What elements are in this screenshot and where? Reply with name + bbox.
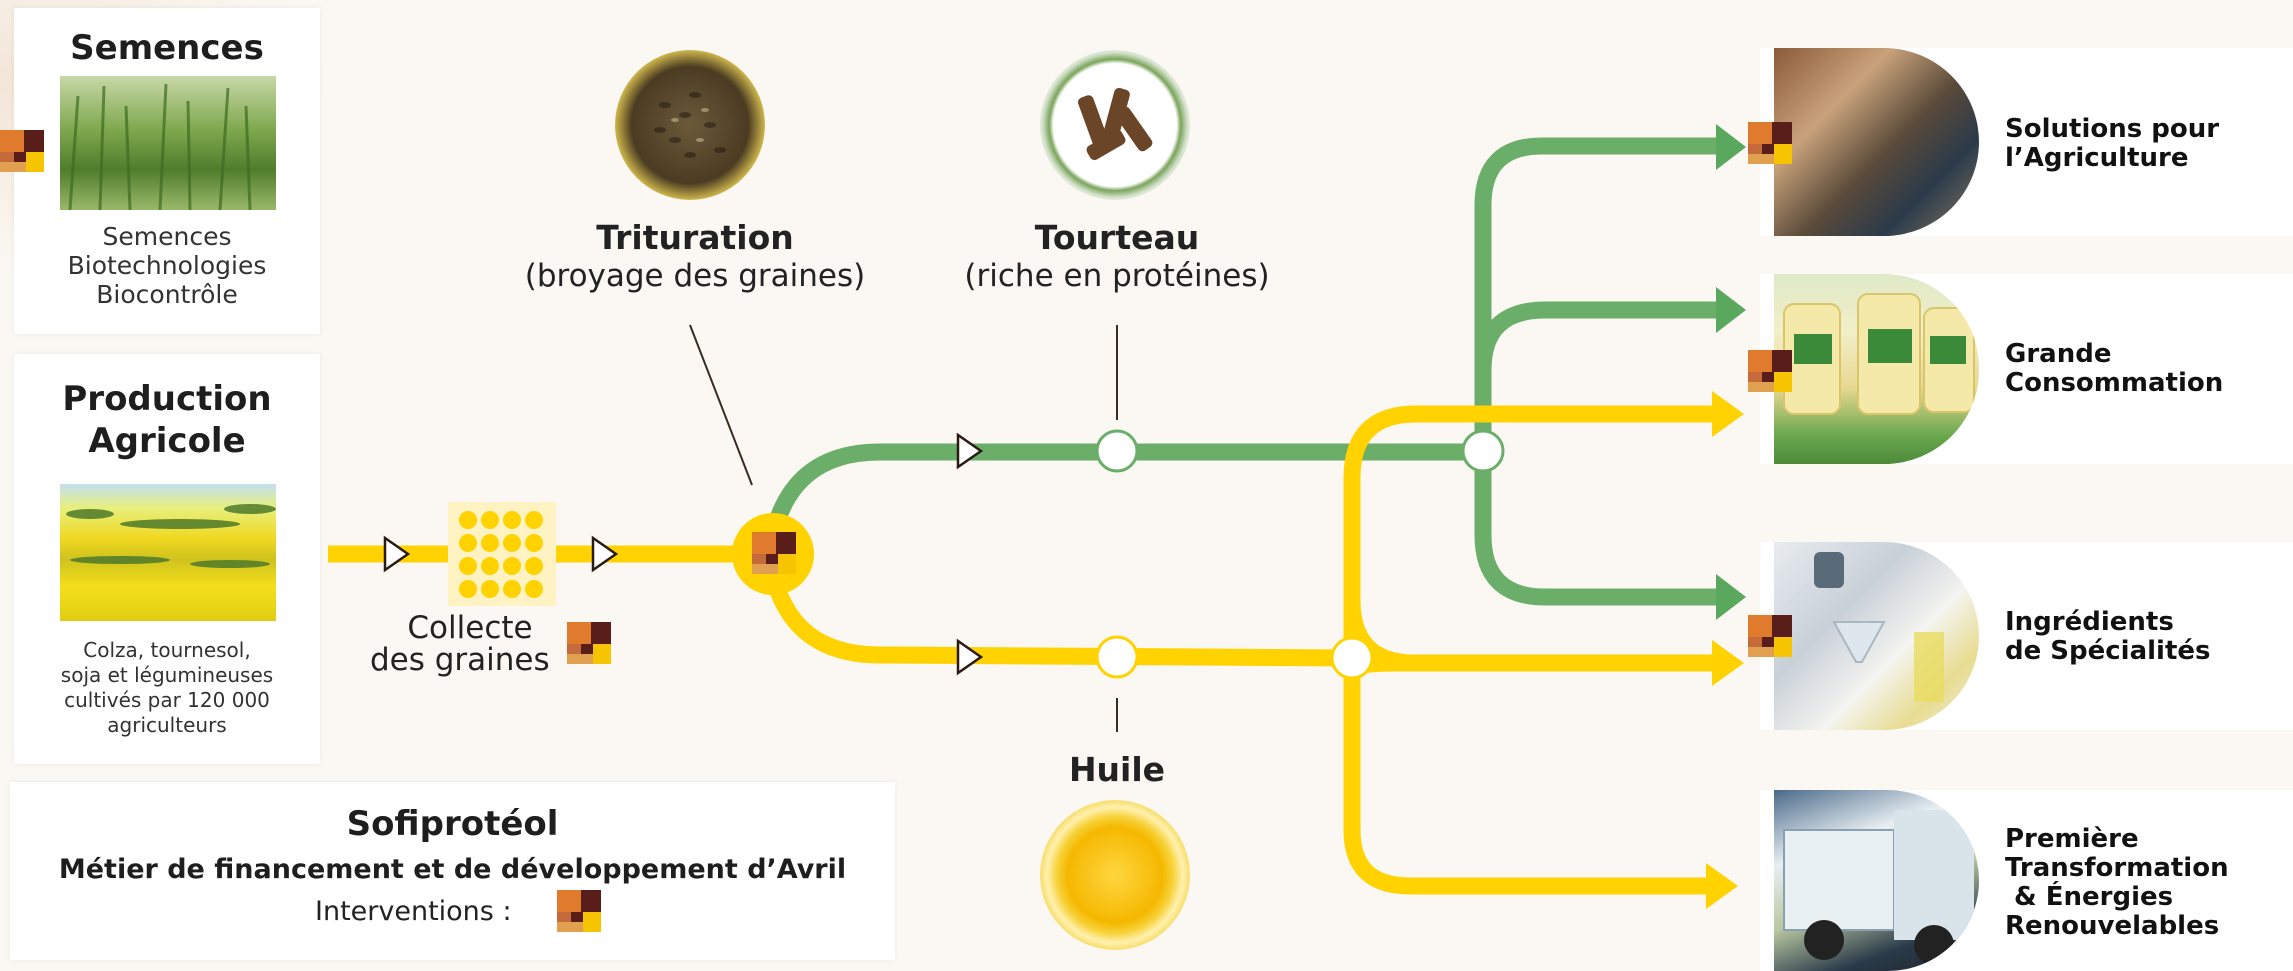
- output-agriculture-line-1: Solutions pour: [2005, 114, 2220, 144]
- collecte-label-line-2: des graines: [370, 642, 550, 678]
- output-ingredients-line-2: de Spécialités: [2005, 636, 2211, 666]
- huile-photo: [1040, 800, 1190, 950]
- semences-photo: [60, 76, 276, 210]
- play-arrow-icon: [383, 535, 411, 573]
- avril-logo-icon: [752, 532, 796, 574]
- ingredients-photo: [1774, 542, 1979, 730]
- avril-logo-icon: [1748, 350, 1792, 392]
- node-circle-icon: [1461, 429, 1505, 473]
- semences-card: Semences Semences Biotechnologies Biocon…: [14, 8, 320, 334]
- node-circle-icon: [1330, 636, 1374, 680]
- production-title-line-1: Production: [62, 379, 272, 419]
- avril-logo-icon: [1748, 615, 1792, 657]
- avril-logo-icon: [0, 130, 44, 172]
- seeds-photo: [615, 50, 765, 200]
- semences-line-3: Biocontrôle: [96, 280, 238, 309]
- semences-title: Semences: [70, 28, 264, 68]
- arrow-head-icon: [1712, 640, 1744, 686]
- avril-logo-icon: [1748, 122, 1792, 164]
- sofiproteol-title: Sofiprotéol: [346, 804, 559, 844]
- production-line-4: agriculteurs: [107, 713, 227, 737]
- arrow-head-icon: [1712, 391, 1744, 437]
- production-photo: [60, 484, 276, 621]
- trituration-subtitle: (broyage des graines): [524, 258, 866, 294]
- production-title-line-2: Agricole: [88, 421, 246, 461]
- output-agriculture-line-2: l’Agriculture: [2005, 143, 2189, 173]
- output-premiere-line-4: Renouvelables: [2005, 911, 2220, 941]
- premiere-transformation-photo: [1774, 790, 1979, 971]
- trituration-title: Trituration: [596, 218, 794, 257]
- yellow-route-grande: [1343, 405, 1715, 658]
- arrow-head-icon: [1716, 124, 1746, 170]
- sofiproteol-interventions: Interventions :: [315, 896, 512, 927]
- output-premiere-line-1: Première: [2005, 824, 2139, 854]
- output-grande-line-2: Consommation: [2005, 368, 2224, 398]
- tourteau-subtitle: (riche en protéines): [964, 258, 1270, 294]
- node-circle-icon: [1095, 429, 1139, 473]
- output-ingredients-line-1: Ingrédients: [2005, 607, 2174, 637]
- yellow-route-premiere: [1343, 658, 1708, 895]
- arrow-head-icon: [1716, 287, 1746, 333]
- semences-line-2: Biotechnologies: [67, 251, 267, 280]
- huile-title: Huile: [1068, 750, 1166, 789]
- play-arrow-icon: [956, 432, 984, 470]
- green-route-top: [1474, 137, 1718, 450]
- grande-consommation-photo: [1774, 274, 1979, 464]
- node-circle-icon: [1095, 635, 1139, 679]
- yellow-main-branch: [763, 568, 1353, 667]
- seed-grid-icon: [448, 502, 556, 606]
- semences-line-1: Semences: [102, 222, 232, 251]
- production-line-3: cultivés par 120 000: [64, 688, 270, 712]
- green-route-bottom: [1474, 450, 1718, 606]
- production-line-1: Colza, tournesol,: [83, 638, 251, 662]
- avril-logo-icon: [557, 890, 601, 932]
- output-grande-line-1: Grande: [2005, 339, 2112, 369]
- tourteau-title: Tourteau: [1034, 218, 1200, 257]
- production-line-2: soja et légumineuses: [60, 663, 274, 687]
- trituration-connector: [689, 324, 753, 486]
- production-card: Production Agricole Colza, tournesol, so…: [14, 354, 320, 764]
- sofiproteol-subtitle: Métier de financement et de développemen…: [58, 854, 847, 885]
- output-premiere-line-2: Transformation: [2005, 853, 2229, 883]
- output-premiere-line-3: & Énergies: [2005, 882, 2174, 912]
- arrow-head-icon: [1706, 863, 1738, 909]
- agriculture-photo: [1774, 48, 1979, 236]
- tourteau-photo: [1040, 50, 1190, 200]
- green-route-mid: [1474, 301, 1718, 371]
- collecte-label-line-1: Collecte: [407, 610, 533, 646]
- arrow-head-icon: [1716, 574, 1746, 620]
- play-arrow-icon: [591, 535, 619, 573]
- play-arrow-icon: [956, 638, 984, 676]
- avril-logo-icon: [567, 622, 611, 664]
- sofiproteol-card: Sofiprotéol Métier de financement et de …: [10, 782, 895, 960]
